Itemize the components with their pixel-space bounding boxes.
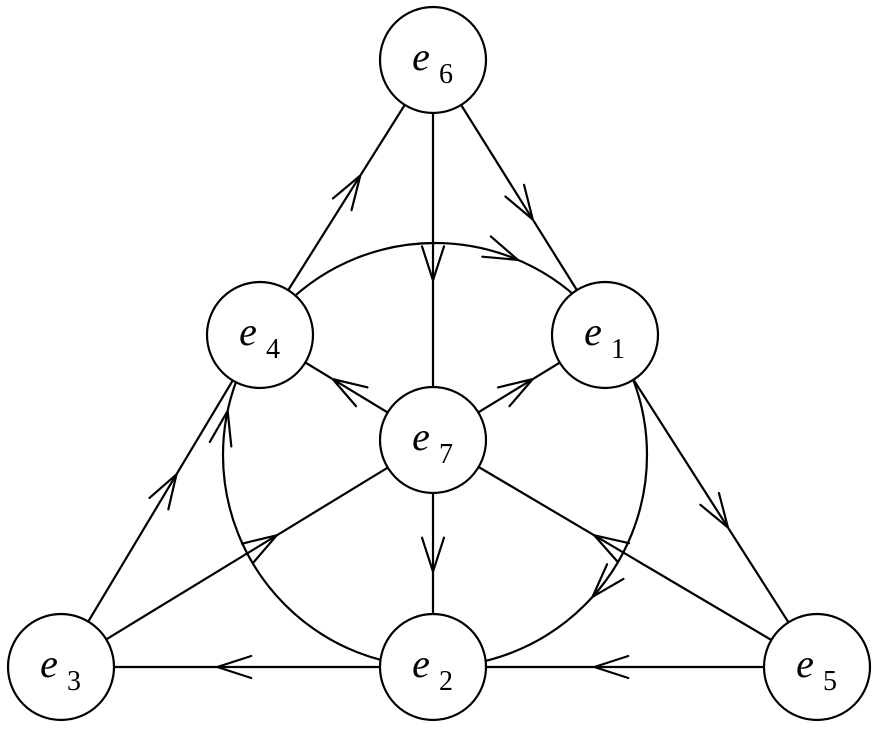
- node-e7-subscript: 7: [439, 439, 453, 470]
- arrow-e7-e4: [331, 378, 369, 408]
- node-e3-circle: [6, 612, 116, 722]
- arrow-e7-e1: [496, 378, 534, 408]
- node-e1-label: e: [584, 309, 602, 354]
- arrow-e6-e7: [420, 245, 446, 282]
- node-e7-circle: [378, 385, 488, 495]
- node-e7-label: e: [412, 414, 430, 459]
- node-e6-subscript: 6: [439, 59, 453, 90]
- arrow-e6-e1: [504, 183, 534, 221]
- node-e5-circle: [762, 612, 872, 722]
- node-e3-label: e: [40, 641, 58, 686]
- node-e5-subscript: 5: [823, 666, 837, 697]
- edge-e3-e7: [60, 439, 434, 668]
- arrow-e5-e2: [593, 654, 630, 680]
- node-e4-label: e: [239, 309, 257, 354]
- edges-layer: [60, 59, 818, 669]
- arrowheads-layer: [148, 174, 730, 680]
- arrow-e1-e5: [699, 491, 730, 529]
- arrow-e3-e4: [148, 473, 178, 511]
- arrow-e5-e7: [593, 534, 631, 564]
- arc-arrow-e4-e1: [481, 235, 519, 261]
- node-e5-label: e: [796, 641, 814, 686]
- node-e4-circle: [205, 280, 315, 390]
- edge-e5-e7: [432, 439, 818, 668]
- arrow-e7-e2: [420, 536, 446, 573]
- arrow-e2-e3: [216, 654, 253, 680]
- node-e1-circle: [550, 280, 660, 390]
- edge-e4-e6: [259, 59, 434, 336]
- arrow-e3-e7: [240, 534, 278, 564]
- node-e4-subscript: 4: [266, 334, 280, 365]
- node-e2-circle: [378, 612, 488, 722]
- node-e2-subscript: 2: [439, 666, 453, 697]
- arrow-e4-e6: [331, 174, 362, 212]
- node-e1-subscript: 1: [611, 334, 625, 365]
- edge-e3-e4: [60, 334, 261, 668]
- node-e6-circle: [378, 5, 488, 115]
- arc-arrow-e1-e2: [591, 563, 625, 598]
- arc-arrow-e2-e4: [208, 409, 233, 448]
- node-e3-subscript: 3: [67, 666, 81, 697]
- node-e2-label: e: [412, 641, 430, 686]
- edge-e1-e5: [604, 334, 818, 668]
- node-e6-label: e: [412, 34, 430, 79]
